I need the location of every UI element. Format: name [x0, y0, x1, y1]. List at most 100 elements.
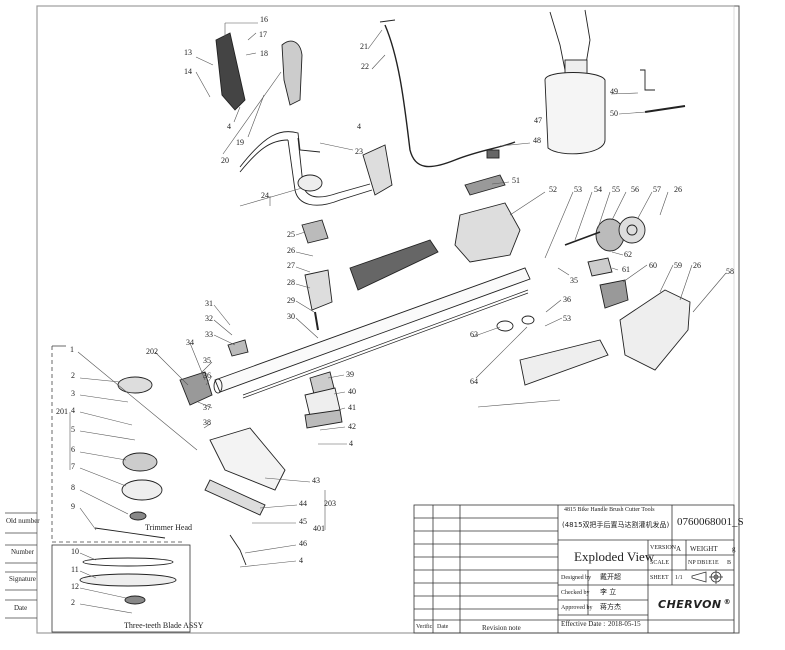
- version-value: A: [676, 545, 682, 553]
- weight-label: WEIGHT: [690, 545, 718, 553]
- part-callout: 19: [236, 138, 244, 147]
- part-callout: 39: [346, 370, 354, 379]
- part-callout: 54: [594, 185, 602, 194]
- part-callout: 27: [287, 261, 295, 270]
- part-callout: 41: [348, 403, 356, 412]
- trimmer-head-label: Trimmer Head: [145, 523, 193, 532]
- part-callout: 14: [184, 67, 192, 76]
- part-callout: 61: [622, 265, 630, 274]
- blade-assy-label: Three-teeth Blade ASSY: [124, 621, 204, 630]
- part-callout: 38: [203, 418, 211, 427]
- part-callout: 22: [361, 62, 369, 71]
- part-callout: 29: [287, 296, 295, 305]
- part-callout: 26: [287, 246, 295, 255]
- part-callout: 202: [146, 347, 158, 356]
- part-callout: 53: [563, 314, 571, 323]
- part-callout: 42: [348, 422, 356, 431]
- side-label-number: Number: [11, 548, 34, 556]
- designed-by-value: 戴开超: [600, 573, 621, 581]
- part-callout: 51: [512, 176, 520, 185]
- part-callout: 18: [260, 49, 268, 58]
- effective-date-label: Effective Date :: [561, 620, 606, 628]
- part-callout: 64: [470, 377, 478, 386]
- side-label-signature: Signature: [9, 575, 36, 583]
- sheet-label: SHEET: [650, 575, 669, 581]
- checked-by-label: Checked by: [561, 590, 590, 596]
- trimmer-head-box: [51, 345, 191, 633]
- part-callout: 16: [260, 15, 268, 24]
- part-callout: 48: [533, 136, 541, 145]
- part-callout: 8: [71, 483, 75, 492]
- scale-label: SCALE: [650, 560, 670, 566]
- part-callout: 26: [674, 185, 682, 194]
- part-callout: 60: [649, 261, 657, 270]
- part-callout: 401: [313, 524, 325, 533]
- scale-extra: B: [727, 560, 732, 566]
- part-callout: 57: [653, 185, 661, 194]
- sheet-inner-border: [36, 5, 735, 634]
- part-callout: 34: [186, 338, 194, 347]
- projection-symbol: [691, 570, 723, 584]
- approved-by-value: 蒋方杰: [600, 603, 621, 611]
- product-name: 4815 Bike Handle Brush Cutter Tools: [564, 507, 655, 513]
- part-callout: 7: [71, 462, 75, 471]
- part-callout: 55: [612, 185, 620, 194]
- parts-artwork: [79, 9, 691, 605]
- brand-logo: CHERVON®: [658, 598, 731, 611]
- part-callout: 43: [312, 476, 320, 485]
- sheet-value: 1/1: [675, 575, 683, 581]
- part-callout: 24: [261, 191, 269, 200]
- part-callout: 21: [360, 42, 368, 51]
- part-callout: 36: [203, 371, 211, 380]
- part-callout: 23: [355, 147, 363, 156]
- revision-header-note: Revision note: [482, 624, 521, 632]
- part-callout: 203: [324, 499, 336, 508]
- part-callout: 9: [71, 502, 75, 511]
- part-callout: 4: [71, 406, 75, 415]
- part-callout: 31: [205, 299, 213, 308]
- part-callout: 58: [726, 267, 734, 276]
- title-block-grid: [413, 504, 735, 634]
- part-callout: 17: [259, 30, 267, 39]
- part-callout: 36: [563, 295, 571, 304]
- product-name-cn: (4815双把手后置马达割灌机发品): [562, 521, 670, 529]
- part-callout: 13: [184, 48, 192, 57]
- drawing-number: 0760068001_S: [677, 516, 744, 528]
- part-callout: 28: [287, 278, 295, 287]
- part-callout: 5: [71, 425, 75, 434]
- part-callout: 44: [299, 499, 307, 508]
- part-callout: 62: [624, 250, 632, 259]
- side-label-date: Date: [14, 604, 28, 612]
- side-label-old-number: Old number: [6, 517, 40, 525]
- part-callout: 30: [287, 312, 295, 321]
- part-callout: 46: [299, 539, 307, 548]
- part-callout: 2: [71, 371, 75, 380]
- brand-name: CHERVON: [658, 598, 722, 611]
- designed-by-label: Designed by: [561, 575, 592, 581]
- part-callout: 10: [71, 547, 79, 556]
- part-callout: 32: [205, 314, 213, 323]
- drawing-title: Exploded View: [574, 549, 655, 564]
- version-label: VERSION: [650, 545, 677, 551]
- weight-value: g: [732, 545, 736, 553]
- part-callout: 47: [534, 116, 542, 125]
- part-callout: 56: [631, 185, 639, 194]
- part-callout: 45: [299, 517, 307, 526]
- part-callout: 6: [71, 445, 75, 454]
- part-callout: 50: [610, 109, 618, 118]
- part-callout: 49: [610, 87, 618, 96]
- part-callout: 26: [693, 261, 701, 270]
- effective-date-value: 2018-05-15: [608, 620, 641, 628]
- part-callout: 4: [357, 122, 361, 131]
- checked-by-value: 李 立: [600, 588, 617, 596]
- part-callout: 4: [349, 439, 353, 448]
- part-callout: 2: [71, 598, 75, 607]
- part-callout: 1: [70, 345, 74, 354]
- part-callout: 53: [574, 185, 582, 194]
- part-callout: 35: [570, 276, 578, 285]
- part-callout: 33: [205, 330, 213, 339]
- revision-header-verific: Verific: [416, 624, 433, 630]
- part-callout: 35: [203, 356, 211, 365]
